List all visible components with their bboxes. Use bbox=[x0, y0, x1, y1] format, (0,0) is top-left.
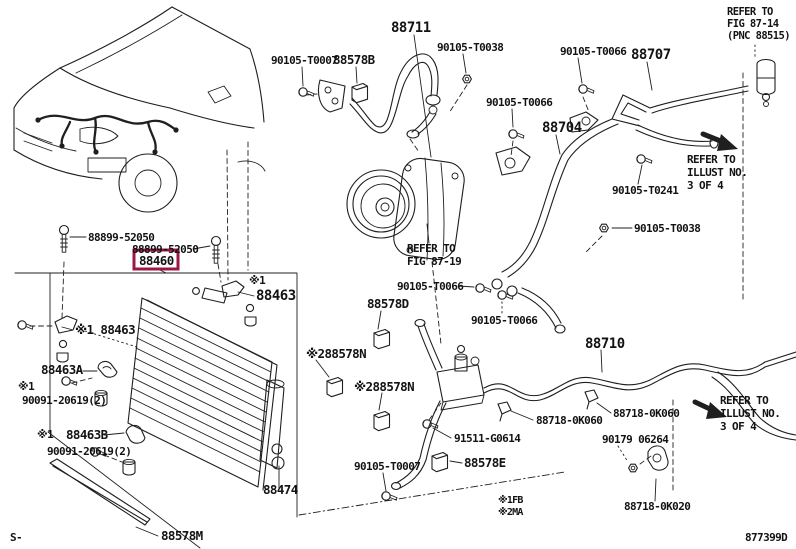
callout-88460-selected[interactable]: 88460 bbox=[139, 253, 174, 268]
part-callouts: 88711 90105-T0007 88578B 90105-T0038 901… bbox=[18, 20, 701, 543]
callout-88899-52050-1[interactable]: 88899-52050 bbox=[88, 231, 155, 244]
note-refer-illust-top-line3: 3 OF 4 bbox=[687, 179, 724, 192]
callout-88463a[interactable]: 88463A bbox=[41, 362, 84, 377]
arrow-right-top bbox=[700, 131, 738, 151]
section-box bbox=[14, 72, 744, 549]
callout-88707[interactable]: 88707 bbox=[631, 47, 671, 63]
callout-90091-20619-2[interactable]: 90091-20619(2) bbox=[47, 445, 132, 458]
note-refer-fig-87-14-line3: (PNC 88515) bbox=[727, 30, 790, 42]
callout-star1-left: ※1 bbox=[18, 380, 35, 393]
note-legend-line1: ※1FB bbox=[498, 494, 523, 506]
callout-88704[interactable]: 88704 bbox=[542, 120, 582, 136]
callout-90105-t0066-d[interactable]: 90105-T0066 bbox=[471, 314, 539, 327]
note-refer-fig-87-19-line1: REFER TO bbox=[407, 242, 456, 255]
callout-88718-0k060-l[interactable]: 88718-0K060 bbox=[536, 414, 603, 427]
callout-88463-r[interactable]: 88463 bbox=[256, 288, 296, 304]
note-refer-fig-87-14-line2: FIG 87-14 bbox=[727, 18, 779, 30]
callout-90105-t0066-b[interactable]: 90105-T0066 bbox=[486, 96, 554, 109]
discharge-hose-88711 bbox=[298, 53, 472, 139]
note-refer-fig-87-14-line1: REFER TO bbox=[727, 6, 773, 18]
callout-88578e[interactable]: 88578E bbox=[464, 455, 506, 470]
callout-88718-0k020[interactable]: 88718-0K020 bbox=[624, 500, 691, 513]
callout-90105-t0007-top[interactable]: 90105-T0007 bbox=[271, 54, 338, 67]
callout-90105-t0007-bot[interactable]: 90105-T0007 bbox=[354, 460, 421, 473]
callout-88899-52050-2[interactable]: 88899-52050 bbox=[132, 243, 199, 256]
refer-notes: REFER TO FIG 87-14 (PNC 88515) REFER TO … bbox=[407, 6, 791, 518]
callout-88578m[interactable]: 88578M bbox=[161, 528, 203, 543]
callout-90105-t0038-mid[interactable]: 90105-T0038 bbox=[634, 222, 701, 235]
callout-88578d[interactable]: 88578D bbox=[367, 296, 409, 311]
note-refer-illust-bottom-line1: REFER TO bbox=[720, 394, 769, 407]
callout-91511-g0614[interactable]: 91511-G0614 bbox=[454, 432, 522, 445]
mounting-hardware bbox=[17, 224, 257, 476]
vehicle-sketch bbox=[13, 6, 266, 213]
note-refer-illust-top-line1: REFER TO bbox=[687, 153, 736, 166]
refer-arrows bbox=[692, 131, 738, 419]
note-refer-illust-bottom-line2: ILLUST NO. bbox=[720, 407, 780, 420]
callout-90179-06264[interactable]: 90179 06264 bbox=[602, 433, 670, 446]
compressor-drawing bbox=[346, 146, 531, 261]
note-legend-line2: ※2MA bbox=[498, 506, 523, 518]
callout-88578n-2[interactable]: ※288578N bbox=[354, 379, 415, 394]
arrow-right-bottom bbox=[692, 399, 727, 419]
figure-code: 877399D bbox=[745, 531, 788, 544]
callout-88463b[interactable]: 88463B bbox=[66, 427, 109, 442]
highlight-box-88460[interactable]: 88460 bbox=[132, 248, 180, 271]
condenser-drawing bbox=[49, 287, 285, 526]
callout-90105-t0066-c[interactable]: 90105-T0066 bbox=[397, 280, 465, 293]
callout-88578b[interactable]: 88578B bbox=[333, 52, 376, 67]
callout-88463-r-star: ※1 bbox=[249, 274, 266, 287]
callout-88474[interactable]: 88474 bbox=[263, 482, 298, 497]
note-refer-illust-top-line2: ILLUST NO. bbox=[687, 166, 747, 179]
callout-88711[interactable]: 88711 bbox=[391, 20, 431, 36]
callout-88463b-star: ※1 bbox=[37, 428, 54, 441]
callout-90105-t0038-top[interactable]: 90105-T0038 bbox=[437, 41, 504, 54]
note-refer-fig-87-19-line2: FIG 87-19 bbox=[407, 255, 461, 268]
corner-mark: S- bbox=[10, 531, 22, 544]
callout-90105-t0066-a[interactable]: 90105-T0066 bbox=[560, 45, 628, 58]
suction-pipe-88710-drawing bbox=[326, 318, 796, 501]
callout-88718-0k060-r[interactable]: 88718-0K060 bbox=[613, 407, 680, 420]
callout-88578n-1[interactable]: ※288578N bbox=[306, 346, 367, 361]
leader-lines bbox=[29, 34, 756, 537]
rear-pipes-drawing bbox=[475, 58, 776, 334]
callout-88463-l[interactable]: ※1 88463 bbox=[75, 322, 136, 337]
callout-90105-t0241[interactable]: 90105-T0241 bbox=[612, 184, 680, 197]
callout-90091-20619-1[interactable]: 90091-20619(2) bbox=[22, 394, 107, 407]
callout-88710[interactable]: 88710 bbox=[585, 336, 625, 352]
note-refer-illust-bottom-line3: 3 OF 4 bbox=[720, 420, 757, 433]
